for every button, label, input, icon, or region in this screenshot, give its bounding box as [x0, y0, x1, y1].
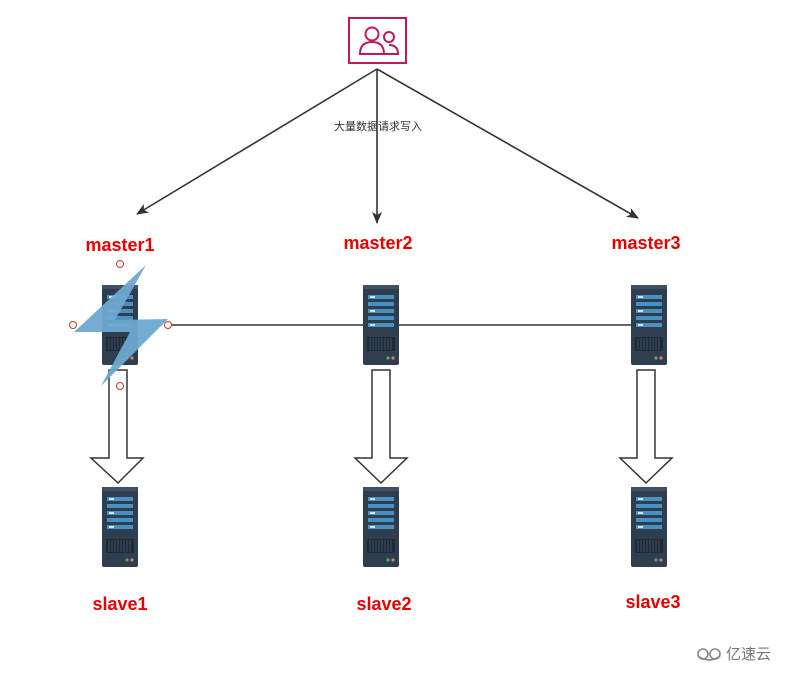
- master1-label: master1: [85, 235, 154, 255]
- write-request-label: 大量数据请求写入: [334, 119, 422, 133]
- slave3-server[interactable]: [630, 486, 668, 568]
- slave2-server[interactable]: [362, 486, 400, 568]
- write-arrow-master3: [376, 68, 639, 219]
- users-icon[interactable]: [348, 17, 407, 64]
- master2-label: master2: [343, 233, 412, 253]
- slave1-label: slave1: [92, 594, 147, 614]
- replication-arrow-2: [353, 369, 409, 485]
- selection-handle-bottom[interactable]: [116, 382, 124, 390]
- replication-arrow-3: [618, 369, 674, 485]
- slave3-label: slave3: [625, 592, 680, 612]
- selection-handle-right[interactable]: [164, 321, 172, 329]
- cloud-logo-icon: [697, 648, 721, 661]
- selection-handle-top[interactable]: [116, 260, 124, 268]
- slave2-label: slave2: [356, 594, 411, 614]
- write-arrow-master1: [136, 68, 378, 215]
- selection-handle-left[interactable]: [69, 321, 77, 329]
- slave1-server[interactable]: [101, 486, 139, 568]
- master3-label: master3: [611, 233, 680, 253]
- replication-arrow-1: [89, 369, 145, 485]
- master2-server[interactable]: [362, 284, 400, 366]
- watermark-text: 亿速云: [726, 645, 771, 663]
- master3-server[interactable]: [630, 284, 668, 366]
- lightning-bolt-icon[interactable]: [74, 265, 168, 386]
